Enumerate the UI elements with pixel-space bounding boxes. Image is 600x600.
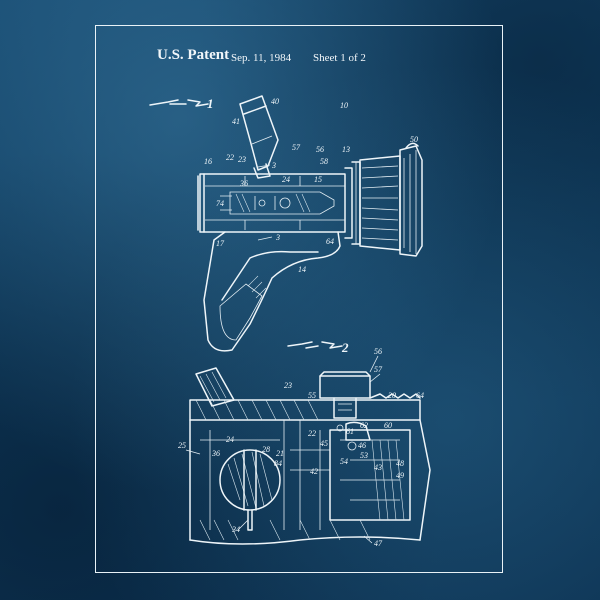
fig2-number: 2: [341, 340, 349, 355]
ref-f2-24: 24: [226, 435, 234, 444]
fig1-numerals: 40 41 10 56 57 58 13 50 16 22 23 36 24 1…: [204, 97, 418, 274]
ref-13: 13: [342, 145, 350, 154]
ref-41: 41: [232, 117, 240, 126]
ref-10: 10: [340, 101, 348, 110]
ref-24: 24: [282, 175, 290, 184]
ref-f2-22: 22: [308, 429, 316, 438]
ref-16: 16: [204, 157, 212, 166]
fig2-numerals: 56 57 23 55 20 64 25 24 36 28 21 84 22 4…: [178, 347, 424, 548]
ref-f2-47: 47: [374, 539, 383, 548]
ref-f2-23: 23: [284, 381, 292, 390]
ref-23: 23: [238, 155, 246, 164]
ref-3b: 3: [271, 161, 276, 170]
ref-f2-25: 25: [178, 441, 186, 450]
fig1-label: 1: [149, 96, 214, 111]
ref-f2-54: 54: [340, 457, 348, 466]
ref-56: 56: [316, 145, 324, 154]
sheet-number: Sheet 1 of 2: [313, 52, 366, 64]
fig1-number: 1: [207, 96, 214, 111]
ref-f2-49: 49: [396, 471, 404, 480]
fig2-label: 2: [287, 340, 349, 355]
patent-date: Sep. 11, 1984: [231, 52, 292, 64]
ref-f2-84: 84: [274, 459, 282, 468]
ref-3a: 3: [275, 233, 280, 242]
fig2-section: [189, 367, 431, 545]
ref-f2-43: 43: [374, 463, 382, 472]
ref-64: 64: [326, 237, 334, 246]
ref-f2-42: 42: [310, 467, 318, 476]
ref-f2-62: 62: [360, 421, 368, 430]
ref-f2-61: 61: [346, 427, 354, 436]
ref-f2-64: 64: [416, 391, 424, 400]
fig1-nozzle: [197, 95, 423, 352]
ref-17: 17: [216, 239, 225, 248]
ref-22: 22: [226, 153, 234, 162]
ref-50: 50: [410, 135, 418, 144]
ref-f2-36: 36: [211, 449, 220, 458]
ref-58: 58: [320, 157, 328, 166]
ref-f2-56: 56: [374, 347, 382, 356]
ref-f2-55: 55: [308, 391, 316, 400]
ref-f2-45: 45: [320, 439, 328, 448]
ref-f2-57: 57: [374, 365, 383, 374]
ref-14: 14: [298, 265, 306, 274]
ref-f2-28: 28: [262, 445, 270, 454]
ref-f2-48: 48: [396, 459, 404, 468]
ref-57: 57: [292, 143, 301, 152]
ref-f2-20: 20: [388, 391, 396, 400]
border-frame: [95, 25, 503, 573]
ref-15: 15: [314, 175, 322, 184]
ref-74: 74: [216, 199, 224, 208]
ref-f2-60: 60: [384, 421, 392, 430]
ref-f2-46: 46: [358, 441, 366, 450]
ref-f2-53: 53: [360, 451, 368, 460]
ref-40: 40: [271, 97, 279, 106]
ref-36: 36: [239, 179, 248, 188]
ref-f2-21: 21: [276, 449, 284, 458]
patent-title: U.S. Patent: [157, 47, 230, 63]
ref-f2-34: 34: [231, 525, 240, 534]
